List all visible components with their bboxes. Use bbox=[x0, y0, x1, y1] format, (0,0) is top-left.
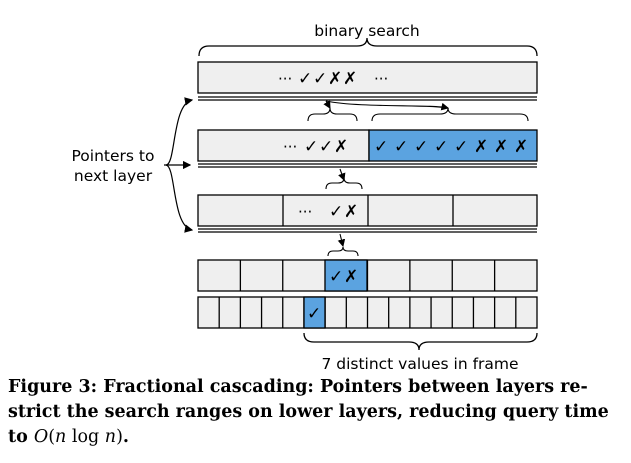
layer-1-ellipsis-right: ··· bbox=[374, 70, 388, 88]
check-mark: ✓ bbox=[304, 137, 318, 157]
layer-4: ✓✗ bbox=[197, 259, 538, 292]
layer-3: ··· ✓✗ bbox=[197, 194, 538, 233]
brace-l1-left bbox=[307, 107, 358, 122]
pointer-l3-to-l4 bbox=[337, 233, 346, 248]
frame-brace bbox=[303, 332, 538, 351]
check-mark: ✓ bbox=[307, 304, 321, 324]
cross-mark: ✗ bbox=[328, 69, 342, 89]
pointer-l1-to-l2-left bbox=[323, 100, 331, 109]
math-O: O bbox=[33, 427, 49, 447]
binary-search-label: binary search bbox=[314, 22, 419, 40]
check-mark: ✓ bbox=[394, 137, 408, 157]
caption-line-3: to O(n log n). bbox=[8, 425, 626, 450]
check-mark: ✓ bbox=[313, 69, 327, 89]
pointer-l1-to-l2-right bbox=[325, 100, 450, 111]
cross-mark: ✗ bbox=[334, 137, 348, 157]
check-mark: ✓ bbox=[329, 267, 343, 287]
pointer-arrow-lower bbox=[165, 164, 194, 233]
check-mark: ✓ bbox=[374, 137, 388, 157]
distinct-values-label: 7 distinct values in frame bbox=[321, 355, 518, 372]
layer-2-highlight bbox=[368, 129, 538, 162]
caption-line-1: Figure 3: Fractional cascading: Pointers… bbox=[8, 377, 588, 397]
layer-3-ellipsis: ··· bbox=[298, 203, 312, 221]
pointer-arrow-upper bbox=[165, 97, 194, 166]
brace-l1-right bbox=[371, 107, 529, 122]
check-mark: ✓ bbox=[329, 202, 343, 222]
math-paren-close: ) bbox=[116, 427, 123, 447]
layer-2-marks-right: ✓ ✓ ✓ ✓ ✓ ✗ ✗ ✗ bbox=[374, 137, 528, 157]
caption-line-3-prefix: to bbox=[8, 427, 34, 447]
layer-1-ellipsis: ··· bbox=[278, 70, 292, 88]
cross-mark: ✗ bbox=[344, 202, 358, 222]
layer-1: ··· ✓✓✗✗ ··· bbox=[197, 61, 538, 101]
layer-5-marks: ✓ bbox=[307, 304, 321, 324]
caption-math: O(n log n) bbox=[34, 427, 123, 447]
pointers-label-line1: Pointers to bbox=[72, 147, 155, 165]
pointers-label-line2: next layer bbox=[74, 167, 153, 185]
math-n2: n bbox=[104, 427, 117, 447]
pointer-l2-to-l3 bbox=[338, 168, 346, 182]
layer-2-ellipsis: ··· bbox=[283, 138, 297, 156]
cross-mark: ✗ bbox=[343, 69, 357, 89]
check-mark: ✓ bbox=[414, 137, 428, 157]
math-paren-open: ( bbox=[48, 427, 56, 447]
cross-mark: ✗ bbox=[474, 137, 488, 157]
layer-2-marks-left: ✓✓✗ bbox=[304, 137, 348, 157]
check-mark: ✓ bbox=[298, 69, 312, 89]
cross-mark: ✗ bbox=[344, 267, 358, 287]
layer-5: ✓ bbox=[197, 296, 538, 329]
layer-2: ··· ✓✓✗ ✓✓✓✓✓✗✗✗ bbox=[197, 129, 538, 168]
caption-period: . bbox=[122, 427, 129, 447]
check-mark: ✓ bbox=[319, 137, 333, 157]
cross-mark: ✗ bbox=[514, 137, 528, 157]
math-n1: n bbox=[55, 427, 67, 447]
check-mark: ✓ bbox=[434, 137, 448, 157]
layer-4-marks: ✓✗ bbox=[329, 267, 358, 287]
fractional-cascading-diagram: binary search ··· ✓✓✗✗ ··· Pointers to n… bbox=[72, 22, 538, 372]
math-log: log bbox=[66, 427, 105, 447]
cross-mark: ✗ bbox=[494, 137, 508, 157]
binary-search-brace bbox=[198, 37, 538, 57]
layer-5-highlight bbox=[303, 296, 326, 329]
layer-3-marks: ✓✗ bbox=[329, 202, 358, 222]
brace-l2 bbox=[325, 177, 363, 190]
layer-4-highlight bbox=[324, 259, 368, 292]
figure-caption: Figure 3: Fractional cascading: Pointers… bbox=[8, 375, 626, 450]
layer-1-marks: ✓✓✗✗ bbox=[298, 69, 357, 89]
caption-line-2: strict the search ranges on lower layers… bbox=[8, 402, 609, 422]
brace-l3 bbox=[327, 246, 359, 257]
check-mark: ✓ bbox=[454, 137, 468, 157]
